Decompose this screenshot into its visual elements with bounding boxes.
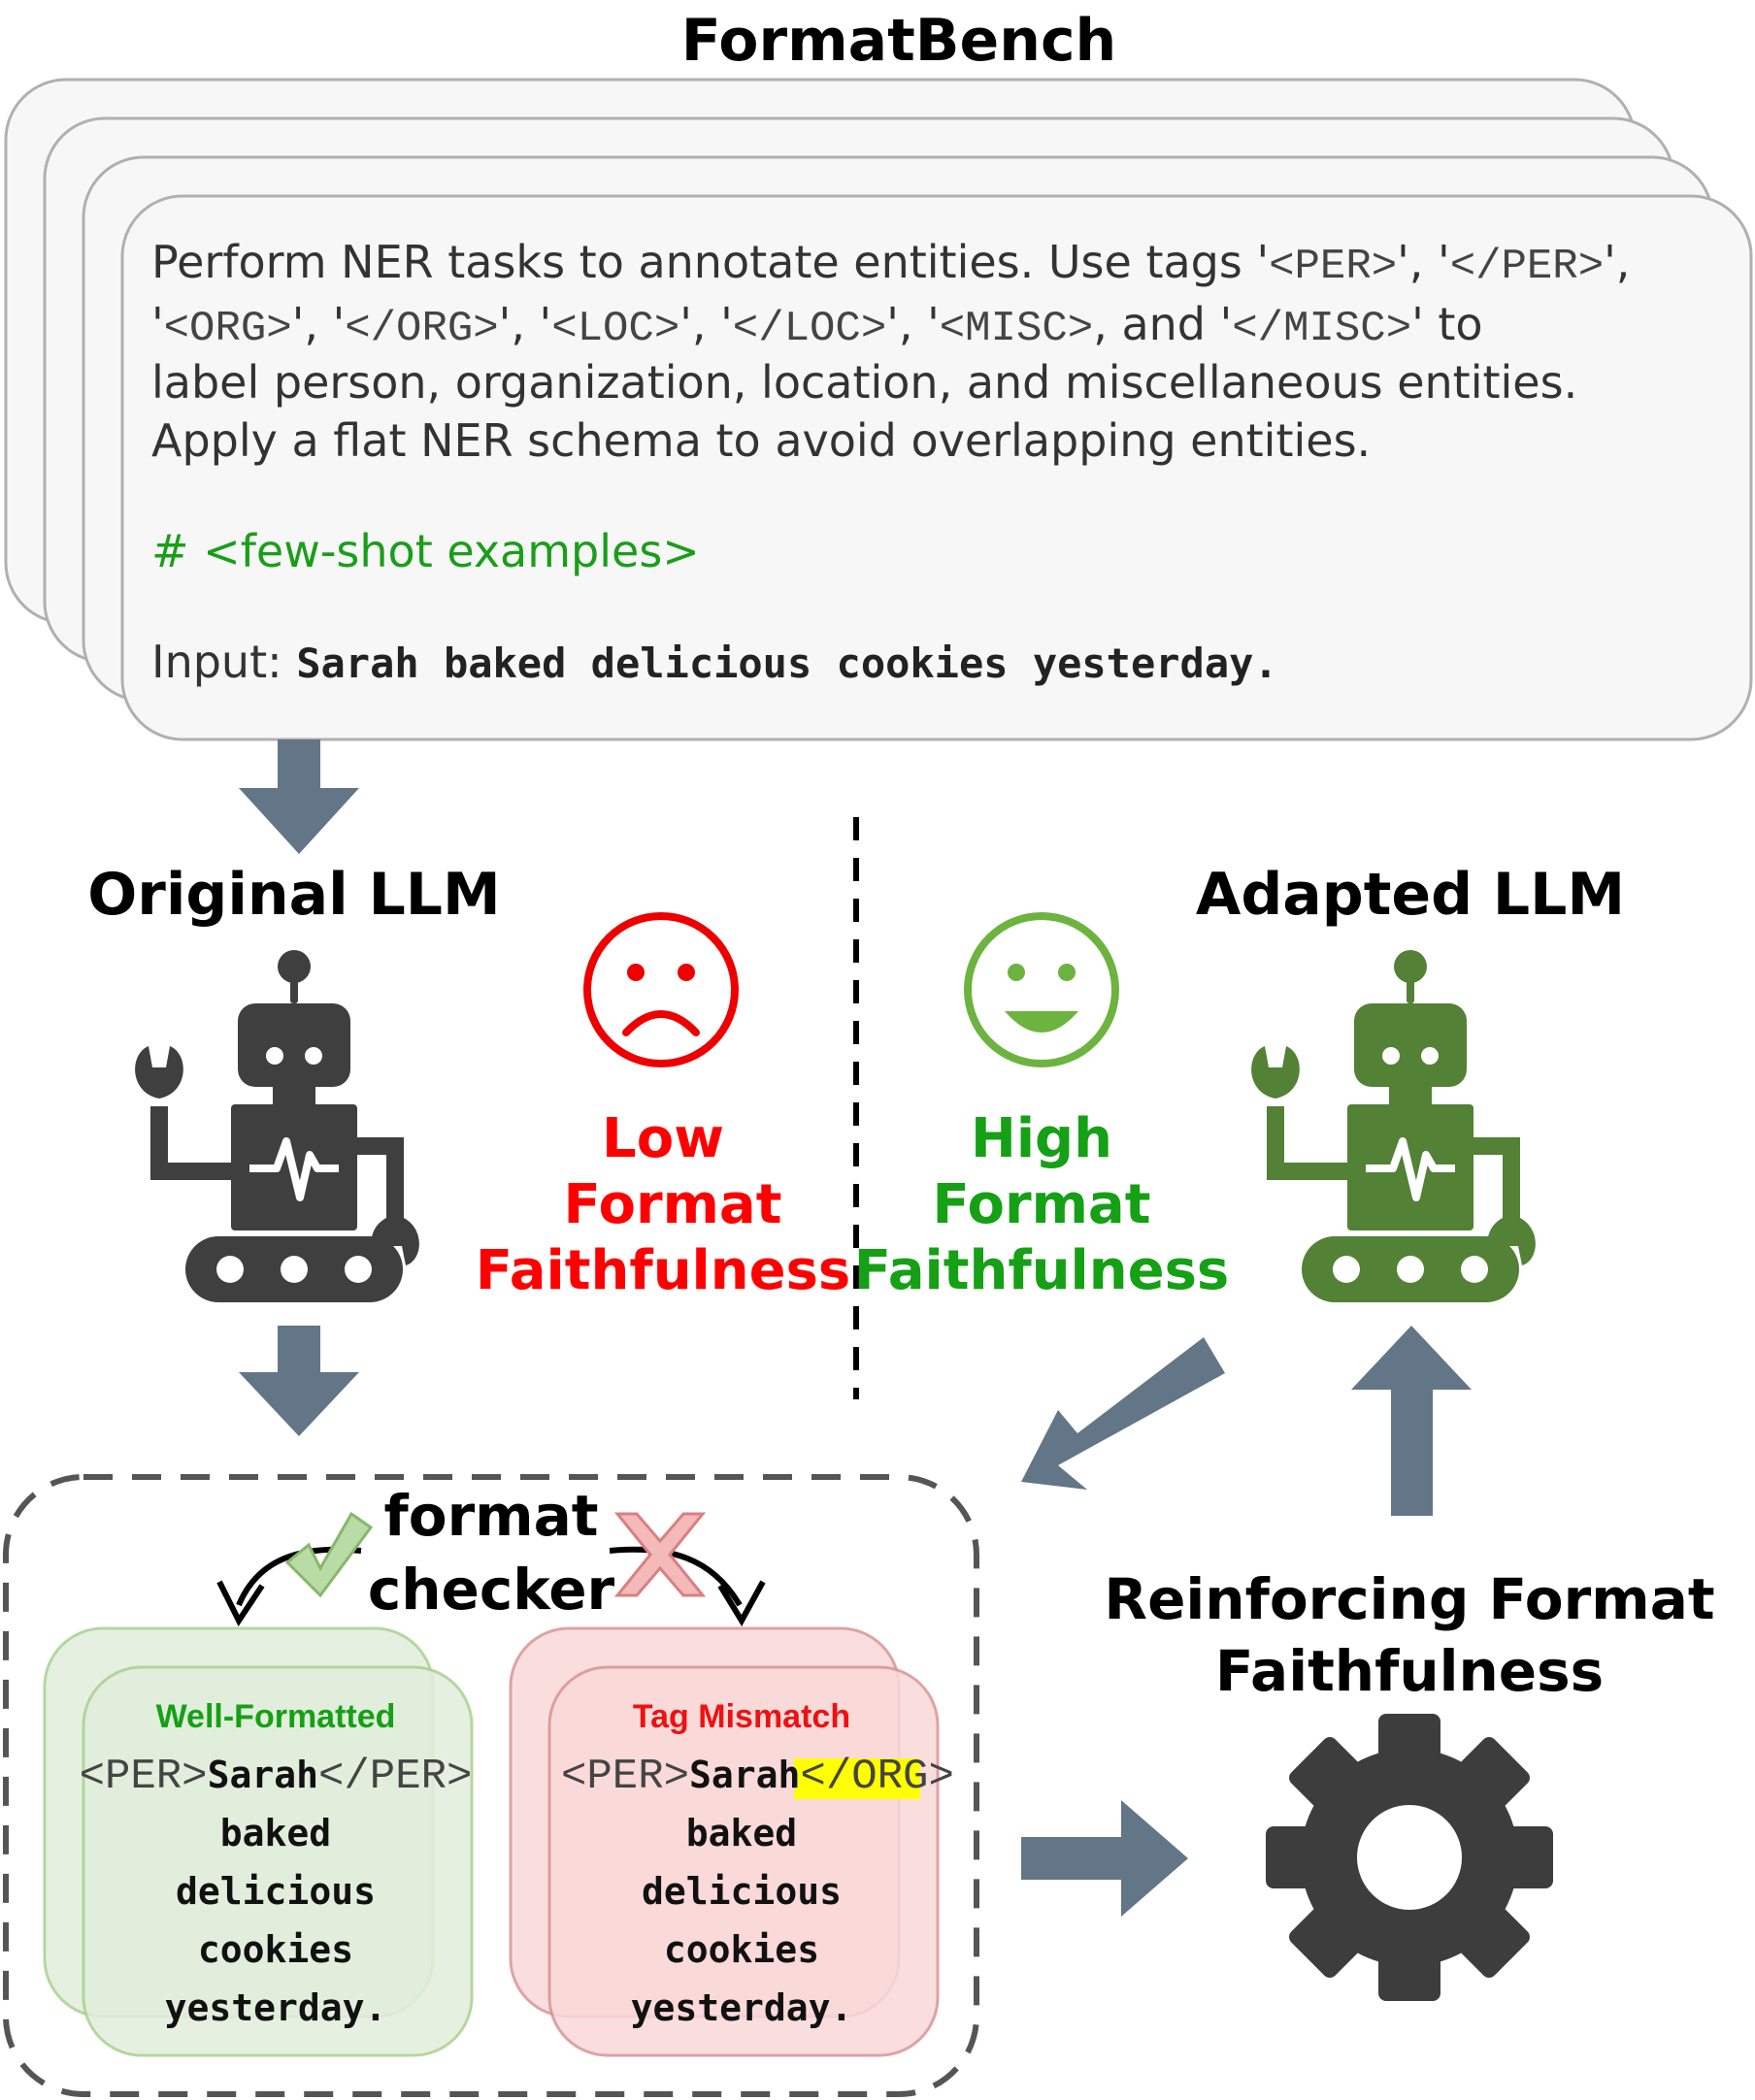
adapted-robot-icon: [1251, 950, 1536, 1302]
arrow-down-to-original: [239, 739, 359, 854]
prompt-line-2: '<ORG>', '</ORG>', '<LOC>', '</LOC>', '<…: [151, 298, 1483, 353]
tag-mismatch-tagged-word: <PER>Sarah</ORG>: [561, 1753, 954, 1801]
original-llm-label: Original LLM: [87, 861, 501, 929]
prompt-line-4: Apply a flat NER schema to avoid overlap…: [151, 414, 1371, 467]
prompt-line-1: Perform NER tasks to annotate entities. …: [151, 236, 1630, 291]
svg-text:cookies: cookies: [664, 1928, 819, 1971]
svg-text:Faithfulness: Faithfulness: [476, 1239, 851, 1302]
formatbench-title: FormatBench: [681, 7, 1116, 75]
prompt-card-stack: [4, 78, 1753, 741]
check-mark-icon: [284, 1511, 374, 1598]
svg-text:delicious: delicious: [176, 1870, 376, 1913]
arrow-up-to-adapted: [1351, 1326, 1472, 1516]
svg-text:baked: baked: [220, 1812, 331, 1854]
mismatch-highlight: [794, 1758, 920, 1799]
svg-text:Faithfulness: Faithfulness: [1215, 1638, 1604, 1704]
prompt-input-line: Input: Sarah baked delicious cookies yes…: [151, 636, 1278, 688]
arrow-adapted-to-checker: [1021, 1337, 1225, 1490]
svg-text:Format: Format: [564, 1173, 782, 1236]
gear-icon: [1266, 1714, 1553, 2001]
arrow-down-to-checker: [239, 1326, 359, 1436]
svg-text:cookies: cookies: [198, 1928, 353, 1971]
format-checker-label: format checker: [368, 1483, 615, 1623]
sad-face-icon: [583, 912, 739, 1067]
svg-text:Low: Low: [602, 1107, 724, 1170]
arrow-to-reinforcing: [1021, 1800, 1188, 1917]
low-faithfulness-text: Low Format Faithfulness: [476, 1107, 851, 1302]
happy-face-icon: [964, 912, 1119, 1067]
flow-arrows: [239, 739, 1472, 1917]
reinforcing-label: Reinforcing Format Faithfulness: [1104, 1566, 1714, 1704]
svg-text:Reinforcing Format: Reinforcing Format: [1104, 1566, 1714, 1632]
prompt-line-3: label person, organization, location, an…: [151, 356, 1577, 409]
format-checker-region: [3, 1474, 979, 2097]
prompt-card-front: [120, 194, 1753, 741]
original-robot-icon: [135, 950, 419, 1302]
svg-text:yesterday.: yesterday.: [165, 1986, 387, 2029]
high-faithfulness-text: High Format Faithfulness: [854, 1107, 1230, 1302]
svg-text:Format: Format: [933, 1173, 1151, 1236]
prompt-text: Perform NER tasks to annotate entities. …: [151, 236, 1630, 688]
well-formatted-card: Well-Formatted <PER>Sarah</PER> baked de…: [43, 1626, 474, 2057]
svg-text:High: High: [971, 1107, 1112, 1170]
adapted-llm-label: Adapted LLM: [1196, 861, 1625, 929]
cross-mark-icon: [613, 1512, 707, 1597]
svg-text:delicious: delicious: [642, 1870, 842, 1913]
tag-mismatch-label: Tag Mismatch: [633, 1698, 850, 1735]
well-formatted-label: Well-Formatted: [156, 1698, 396, 1735]
svg-text:yesterday.: yesterday.: [631, 1986, 853, 2029]
svg-text:checker: checker: [368, 1557, 615, 1623]
well-formatted-tagged-word: <PER>Sarah</PER>: [80, 1753, 473, 1801]
svg-text:Faithfulness: Faithfulness: [854, 1239, 1230, 1302]
svg-text:baked: baked: [686, 1812, 797, 1854]
tag-mismatch-card: Tag Mismatch <PER>Sarah</ORG> baked deli…: [509, 1626, 954, 2057]
few-shot-comment: # <few-shot examples>: [151, 525, 700, 577]
svg-text:format: format: [384, 1483, 599, 1549]
